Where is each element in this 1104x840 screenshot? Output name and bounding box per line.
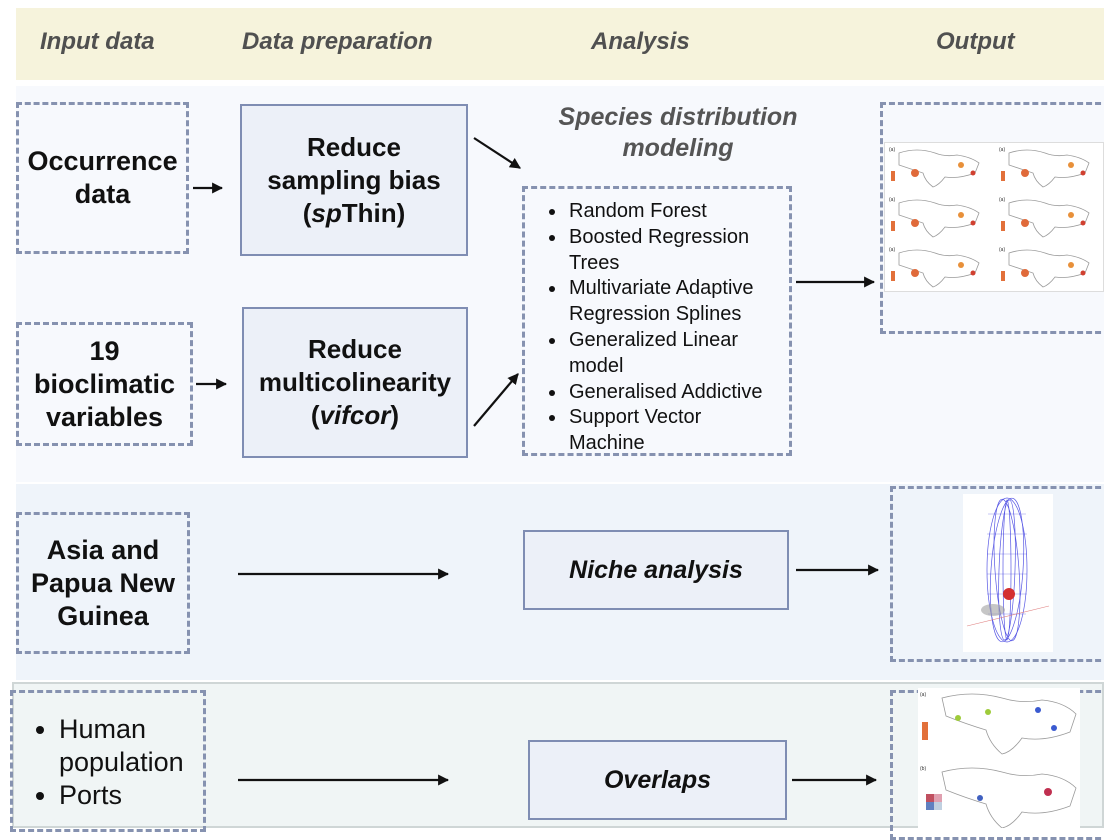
method-item: Support Vector Machine [567,405,779,457]
asia-png-box: Asia and Papua New Guinea [16,512,190,654]
niche-output-figure [963,494,1053,652]
input-item: Human population [59,713,203,779]
header-output: Output [936,28,1015,55]
panel-label: (a) [889,147,895,153]
occurrence-data-box: Occurrence data [16,102,189,254]
method-item: Boosted Regression Trees [567,225,779,277]
niche-ellipsoid-plot [966,497,1050,643]
sdm-output-maps-figure: (a) [884,142,1104,292]
method-item: Multivariate Adaptive Regression Splines [567,276,779,328]
panel-label: (a) [920,692,926,698]
arrow-multicolinearity-to-sdm [473,373,519,427]
panel-label: (b) [920,766,926,772]
overlap-inputs-list: Human population Ports [13,693,203,812]
header-input-data: Input data [40,28,155,55]
asia-png-label: Asia and Papua New Guinea [30,534,176,631]
vifcor-package: (vifcor) [310,400,400,430]
reduce-multi-line1: Reduce [308,334,402,364]
header-band: Input data Data preparation Analysis Out… [16,8,1104,80]
niche-analysis-box: Niche analysis [523,530,789,610]
method-item: Generalized Linear model [567,328,779,380]
bioclimatic-label: 19 bioclimatic variables [33,335,176,432]
header-data-preparation: Data preparation [242,28,433,55]
method-item: Random Forest [567,199,779,225]
sdm-maps-thumbnail: (a) [888,146,1090,288]
arrow-bias-to-sdm [473,137,521,169]
reduce-sampling-bias-box: Reduce sampling bias (spThin) [240,104,468,256]
input-item: Ports [59,779,203,812]
sdm-methods-list: Random Forest Boosted Regression Trees M… [525,189,789,457]
sdm-methods-box: Random Forest Boosted Regression Trees M… [522,186,792,456]
reduce-bias-line2: sampling bias [267,164,441,195]
method-item: Generalised Addictive [567,380,779,406]
niche-analysis-label: Niche analysis [569,555,743,584]
overlap-maps-thumbnail: (a) (b) [920,692,1077,829]
reduce-bias-line1: Reduce [307,131,401,162]
overlaps-box: Overlaps [528,740,787,820]
occurrence-data-label: Occurrence data [27,146,178,209]
niche-output-box [890,486,1104,662]
reduce-multicolinearity-box: Reduce multicolinearity (vifcor) [242,307,468,458]
map-panel: (a) [889,147,980,188]
bioclimatic-box: 19 bioclimatic variables [16,322,193,446]
reduce-sampling-bias-label: Reduce sampling bias (spThin) [267,131,440,230]
spthin-package: (spThin) [302,197,406,228]
overlap-output-figure: (a) (b) [918,688,1080,829]
sdm-output-box [880,102,1104,334]
overlaps-label: Overlaps [603,765,711,794]
header-analysis: Analysis [591,28,690,55]
reduce-multicolinearity-label: Reduce multicolinearity (vifcor) [259,333,451,432]
reduce-multi-line2: multicolinearity [258,367,452,397]
sdm-title: Species distribution modeling [558,103,798,162]
